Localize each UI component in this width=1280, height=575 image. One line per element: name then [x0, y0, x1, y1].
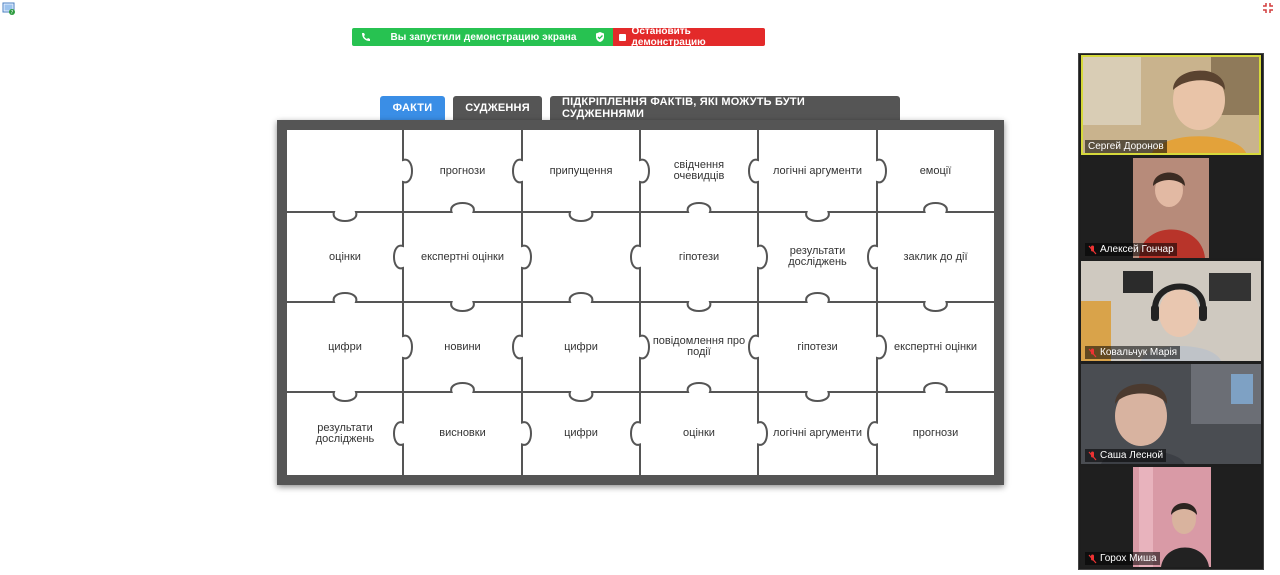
shield-icon: [596, 32, 604, 42]
puzzle-piece[interactable]: прогнози: [912, 427, 959, 439]
puzzle-piece[interactable]: свідчення очевидців: [673, 159, 725, 182]
puzzle-column-edge: [393, 130, 413, 475]
puzzle-column-edge: [867, 130, 887, 475]
puzzle-piece[interactable]: логічні аргументи: [773, 164, 862, 177]
puzzle-piece[interactable]: результати досліджень: [315, 421, 375, 445]
puzzle-piece[interactable]: висновки: [439, 427, 486, 439]
puzzle-piece[interactable]: новини: [444, 340, 481, 353]
video-tile[interactable]: Саша Лесной: [1081, 364, 1261, 464]
video-tile[interactable]: Ковальчук Марія: [1081, 261, 1261, 361]
video-tile[interactable]: Горох Миша: [1081, 467, 1261, 567]
puzzle-column-edge: [748, 130, 768, 475]
participant-name: Сергей Доронов: [1088, 141, 1164, 152]
participant-name: Ковальчук Марія: [1100, 347, 1178, 358]
puzzle-piece[interactable]: [522, 212, 640, 302]
svg-text:?: ?: [11, 10, 14, 16]
puzzle-piece[interactable]: гіпотези: [797, 340, 838, 353]
puzzle-piece[interactable]: цифри: [564, 340, 598, 353]
puzzle-piece[interactable]: заклик до дії: [903, 250, 968, 263]
participant-name-label: Саша Лесной: [1085, 449, 1167, 462]
app-icon[interactable]: ?: [2, 2, 16, 16]
puzzle-piece[interactable]: логічні аргументи: [773, 427, 862, 439]
mic-muted-icon: [1088, 245, 1097, 254]
puzzle-piece[interactable]: припущення: [549, 164, 613, 177]
participant-name: Алексей Гончар: [1100, 244, 1174, 255]
participant-name-label: Сергей Доронов: [1085, 140, 1167, 153]
mic-muted-icon: [1088, 451, 1097, 460]
video-panel: Сергей Доронов Алексей Гончар: [1078, 53, 1264, 570]
puzzle-piece[interactable]: прогнози: [439, 164, 486, 177]
puzzle-piece[interactable]: цифри: [564, 427, 598, 439]
participant-name-label: Алексей Гончар: [1085, 243, 1177, 256]
participant-video: [1081, 467, 1261, 567]
participant-name: Горох Миша: [1100, 553, 1157, 564]
participant-name-label: Ковальчук Марія: [1085, 346, 1181, 359]
puzzle-piece[interactable]: емоції: [919, 164, 952, 177]
puzzle-piece[interactable]: повідомлення про події: [652, 335, 746, 358]
mic-muted-icon: [1088, 554, 1097, 563]
participant-video: [1081, 55, 1261, 155]
stop-share-button[interactable]: Остановить демонстрацию: [613, 28, 765, 46]
stop-square-icon: [619, 33, 626, 41]
tab-supporting-facts[interactable]: ПІДКРІПЛЕННЯ ФАКТІВ, ЯКІ МОЖУТЬ БУТИ СУД…: [550, 96, 900, 120]
participant-video: [1081, 364, 1261, 464]
puzzle-piece[interactable]: [287, 130, 403, 212]
exit-fullscreen-icon[interactable]: [1262, 2, 1274, 14]
puzzle-piece[interactable]: оцінки: [683, 427, 715, 439]
puzzle-piece[interactable]: гіпотези: [678, 250, 720, 263]
puzzle-board: прогнози припущення свідчення очевидців лог…: [277, 120, 1004, 485]
puzzle-column-edge: [512, 130, 532, 475]
puzzle-piece[interactable]: експертні оцінки: [420, 250, 504, 263]
tab-facts[interactable]: ФАКТИ: [380, 96, 445, 120]
puzzle-piece[interactable]: цифри: [328, 340, 362, 353]
video-tile[interactable]: Сергей Доронов: [1081, 55, 1261, 155]
tab-judgements[interactable]: СУДЖЕННЯ: [453, 96, 542, 120]
puzzle-piece[interactable]: оцінки: [329, 250, 361, 263]
screen-share-bar: Вы запустили демонстрацию экрана Останов…: [352, 28, 765, 46]
puzzle-piece-outlines: [287, 130, 994, 475]
phone-icon: [362, 33, 370, 41]
participant-name-label: Горох Миша: [1085, 552, 1160, 565]
share-status: Вы запустили демонстрацию экрана: [352, 28, 613, 46]
puzzle-grid: прогнози припущення свідчення очевидців лог…: [287, 130, 994, 475]
puzzle-column-edge: [630, 130, 650, 475]
participant-name: Саша Лесной: [1100, 450, 1164, 461]
share-status-text: Вы запустили демонстрацию экрана: [390, 31, 577, 43]
puzzle-piece[interactable]: експертні оцінки: [893, 340, 977, 353]
mic-muted-icon: [1088, 348, 1097, 357]
video-tile[interactable]: Алексей Гончар: [1081, 158, 1261, 258]
participant-video: [1081, 261, 1261, 361]
tab-bar: ФАКТИ СУДЖЕННЯ ПІДКРІПЛЕННЯ ФАКТІВ, ЯКІ …: [380, 96, 900, 120]
participant-video: [1081, 158, 1261, 258]
stop-share-label: Остановить демонстрацию: [631, 28, 706, 46]
puzzle-piece[interactable]: результати досліджень: [788, 245, 847, 268]
